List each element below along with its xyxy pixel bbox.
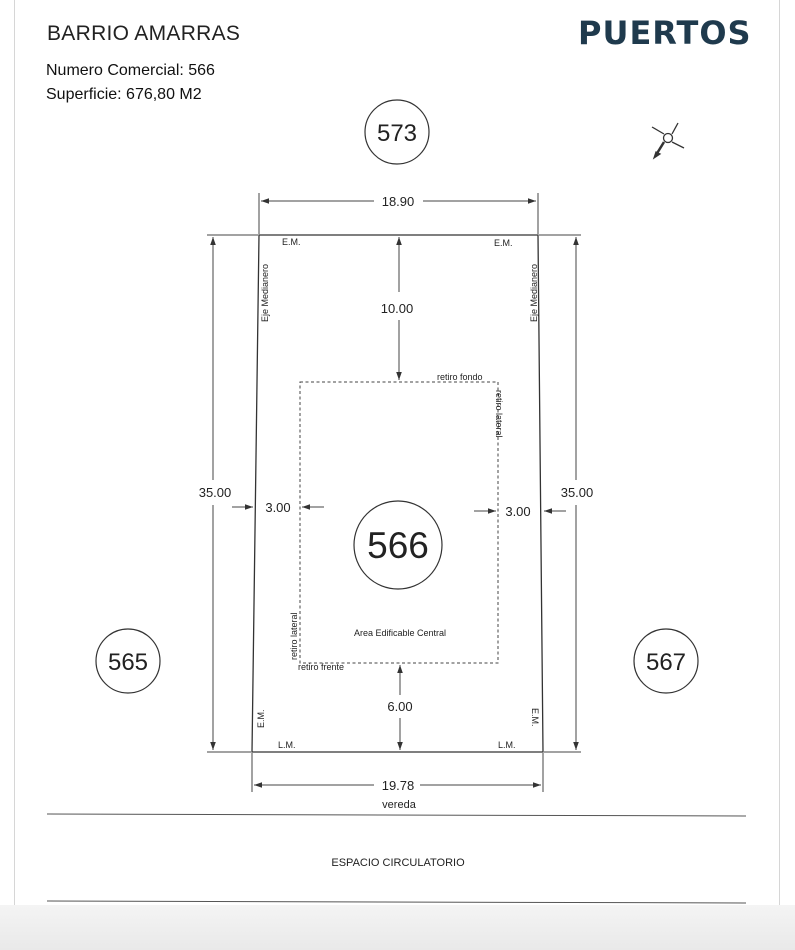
lot-573-marker: 573 xyxy=(364,99,430,165)
lot-566-marker: 566 xyxy=(353,500,443,590)
lot-567-number: 567 xyxy=(646,649,686,676)
em-label-bottom-left: E.M. xyxy=(256,709,266,728)
eje-medianero-right: Eje Medianero xyxy=(529,264,539,322)
bottom-margin xyxy=(0,905,795,950)
retiro-lateral-left-label: retiro lateral xyxy=(289,612,299,660)
lot-567-marker: 567 xyxy=(633,628,699,694)
lot-573-number: 573 xyxy=(377,120,417,147)
lot-565-marker: 565 xyxy=(95,628,161,694)
em-label-top-right: E.M. xyxy=(494,238,513,248)
numero-comercial: Numero Comercial: 566 xyxy=(46,62,215,79)
eje-medianero-left: Eje Medianero xyxy=(260,264,270,322)
vereda-label: vereda xyxy=(382,799,417,811)
left-setback-label: 3.00 xyxy=(265,500,290,515)
dimension-bottom-label: 19.78 xyxy=(382,778,415,793)
dimension-left-label: 35.00 xyxy=(199,485,232,500)
buildable-area xyxy=(299,381,499,664)
em-label-bottom-right: E.M. xyxy=(530,708,540,727)
lm-label-right: L.M. xyxy=(498,740,516,750)
sidewalk-edge xyxy=(46,813,747,817)
area-edificable-label: Area Edificable Central xyxy=(354,628,446,638)
dimension-top xyxy=(258,193,539,234)
rear-setback-label: 10.00 xyxy=(381,301,414,316)
lm-label-left: L.M. xyxy=(278,740,296,750)
superficie: Superficie: 676,80 M2 xyxy=(46,86,202,103)
lot-565-number: 565 xyxy=(108,649,148,676)
dimension-bottom xyxy=(251,753,544,792)
retiro-fondo-label: retiro fondo xyxy=(437,372,483,382)
dimension-right-label: 35.00 xyxy=(561,485,594,500)
road-edge xyxy=(46,900,747,904)
dimension-top-label: 18.90 xyxy=(382,194,415,209)
page-title: BARRIO AMARRAS xyxy=(47,22,241,45)
puertos-logo: PUERTOS xyxy=(578,14,752,52)
em-label-top-left: E.M. xyxy=(282,237,301,247)
dimension-right xyxy=(539,234,581,753)
page-frame xyxy=(14,0,780,905)
right-setback-label: 3.00 xyxy=(505,504,530,519)
lot-boundary xyxy=(251,234,544,753)
north-arrow-icon xyxy=(651,122,685,160)
dimension-left xyxy=(207,234,258,753)
retiro-frente-label: retiro frente xyxy=(298,662,344,672)
retiro-lateral-right-label: retiro lateral xyxy=(494,390,504,438)
lot-566-number: 566 xyxy=(367,525,429,566)
front-setback-label: 6.00 xyxy=(387,699,412,714)
espacio-circulatorio-label: ESPACIO CIRCULATORIO xyxy=(331,857,465,869)
